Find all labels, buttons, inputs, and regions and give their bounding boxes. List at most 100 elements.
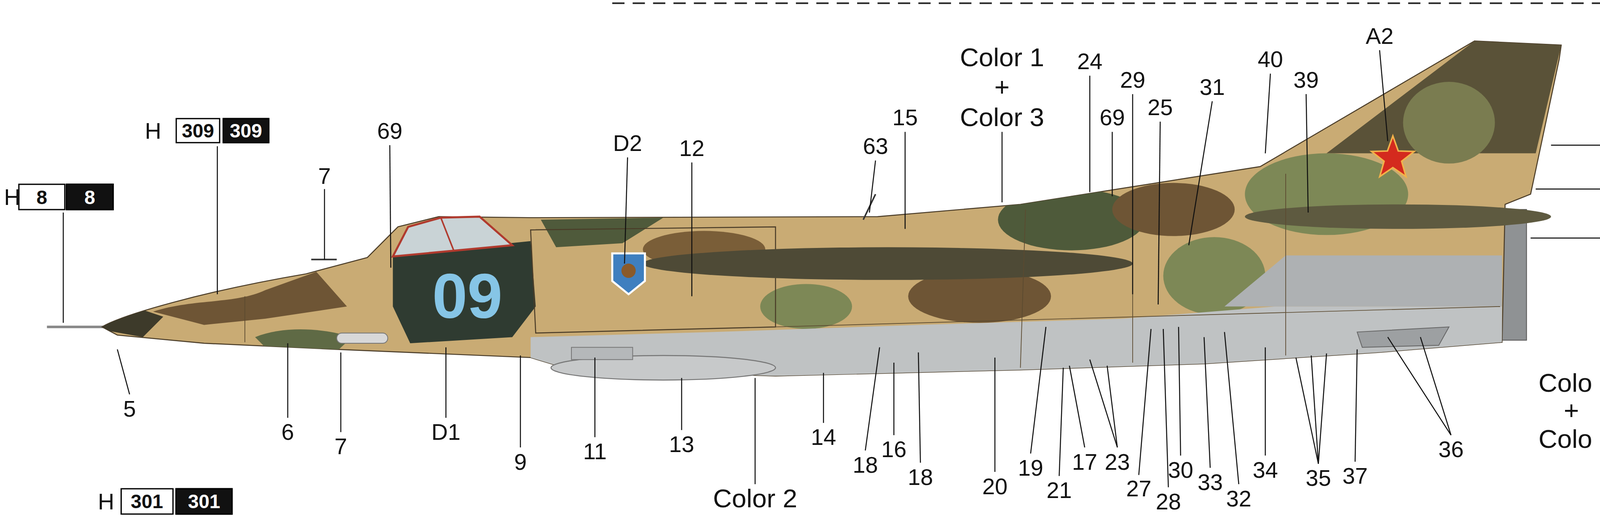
leader-line (324, 188, 325, 260)
leader-line (624, 157, 628, 264)
callout-number: 15 (892, 105, 918, 129)
leader-line (117, 349, 130, 395)
callout-number: 6 (281, 420, 295, 443)
box-number: 309 (181, 120, 215, 141)
leader-line (1224, 331, 1239, 484)
leader-line (1106, 365, 1118, 448)
wing (643, 246, 1133, 280)
callout-number: 19 (1018, 455, 1044, 479)
leader-line (1178, 326, 1181, 456)
callout-number: 69 (1099, 105, 1125, 129)
leader-line (822, 372, 824, 423)
number-box: 301 (175, 487, 234, 515)
callout-number: 18 (907, 465, 933, 488)
leader-line (1001, 131, 1003, 203)
panel-lines (244, 173, 1501, 368)
color-note: Color 2 (712, 485, 798, 512)
number-box: 8 (18, 183, 66, 211)
callout-number: 18 (852, 452, 878, 476)
callout-number: 35 (1305, 466, 1332, 489)
leader-line (869, 160, 876, 213)
callout-number: 69 (377, 119, 403, 143)
leader-line (865, 347, 880, 451)
leader-line (1387, 336, 1451, 435)
leader-line (287, 343, 289, 418)
leader-line (1069, 365, 1085, 448)
callout-number: 7 (334, 434, 348, 458)
leader-line (1379, 50, 1388, 142)
leader-line (680, 377, 682, 430)
callout-number: 28 (1155, 489, 1182, 513)
leader-line (1264, 347, 1266, 456)
callout-number: 32 (1226, 486, 1252, 510)
leader-line (1132, 93, 1134, 295)
callout-number: 30 (1168, 458, 1194, 481)
callout-number: 39 (1293, 68, 1319, 92)
camouflage (97, 40, 1562, 378)
callout-number: 36 (1438, 437, 1464, 461)
color-note: + (1563, 396, 1579, 424)
leader-line (1089, 75, 1091, 193)
number-box: 309 (222, 117, 270, 144)
callout-number: 11 (583, 439, 607, 463)
leader-line (1265, 73, 1271, 154)
marking-letter: H (144, 119, 162, 143)
callout-number: 25 (1147, 95, 1173, 119)
cut-line (612, 2, 1600, 5)
leader-line (691, 162, 693, 296)
leader-line (893, 362, 895, 435)
box-number: 8 (36, 187, 48, 207)
leader-line (519, 355, 521, 448)
number-box: 309 (175, 117, 221, 144)
callout-number: 24 (1077, 49, 1103, 73)
leader-line (1188, 101, 1213, 245)
leader-line (62, 212, 64, 323)
callout-number: 20 (982, 474, 1008, 498)
leader-line (1355, 349, 1358, 462)
callout-number: A2 (1365, 24, 1394, 48)
side-number: 09 (432, 264, 503, 328)
box-number: 309 (229, 120, 263, 141)
box-number: 301 (130, 491, 164, 511)
leader-line (918, 352, 921, 463)
leader-line (445, 347, 447, 418)
callout-number: 9 (514, 450, 527, 473)
callout-number: 5 (123, 396, 137, 420)
callout-number: 17 (1072, 450, 1098, 473)
marking-letter: H (97, 489, 115, 513)
callout-number: 63 (862, 134, 889, 158)
box-number: 301 (187, 491, 221, 511)
leader-line (1318, 353, 1327, 464)
stabilizer (1244, 204, 1551, 229)
callout-number: 12 (679, 136, 705, 160)
callout-number: D2 (613, 131, 643, 155)
antenna (863, 193, 876, 220)
leader-line (1420, 336, 1452, 435)
color-note: Color 1 (959, 44, 1045, 71)
callout-number: 13 (669, 432, 695, 456)
color-note: Colo (1538, 425, 1593, 452)
color-note: Color 3 (959, 104, 1045, 131)
leader-line (1163, 328, 1169, 487)
leader-lines (1530, 144, 1600, 238)
intake (530, 226, 776, 333)
leader-lines (63, 50, 1451, 487)
leader-line (1030, 326, 1046, 453)
unit-badge (612, 253, 645, 295)
callout-number: 29 (1120, 68, 1146, 92)
color-note: + (994, 73, 1010, 100)
leader-line (1059, 367, 1064, 476)
number-box: 8 (65, 183, 114, 211)
leader-line (904, 131, 906, 229)
leader-line (754, 377, 756, 484)
box-number: 8 (84, 187, 96, 207)
callout-number: 40 (1257, 47, 1284, 71)
leader-line (1306, 93, 1309, 213)
callout-number: 14 (810, 425, 837, 448)
callout-number: 33 (1197, 470, 1223, 494)
callout-number: 34 (1252, 458, 1279, 481)
leader-line (1089, 359, 1118, 448)
leader-line (1203, 336, 1211, 468)
red-star (1371, 135, 1415, 177)
